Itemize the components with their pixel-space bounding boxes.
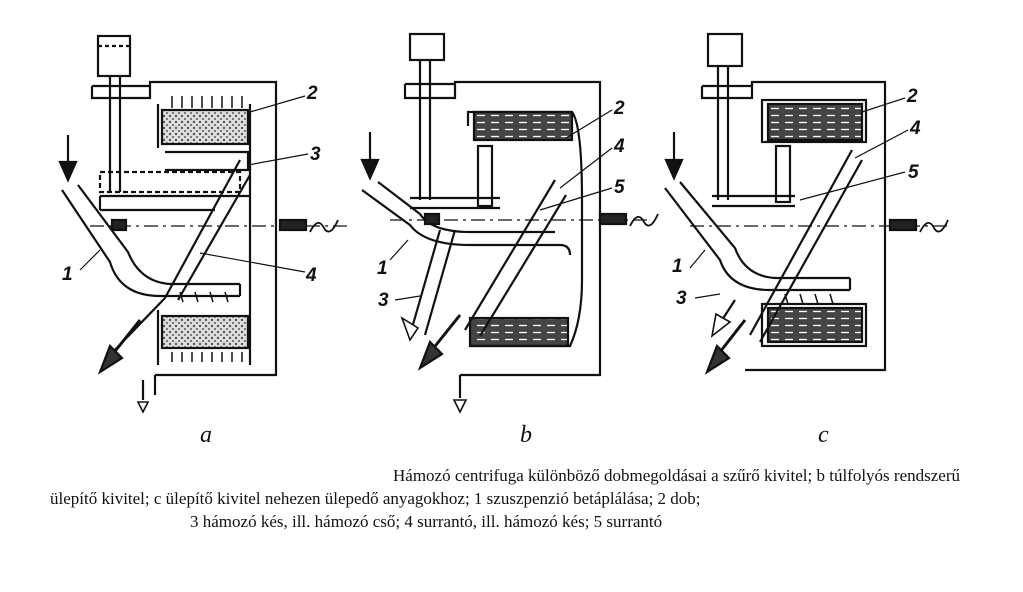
label-c-3: 3 (676, 288, 687, 309)
panel-a-filter-design (58, 34, 350, 414)
figure-caption: Hámozó centrifuga különböző dobmegoldása… (50, 464, 980, 533)
panel-b-overflow-sedimentation (360, 32, 659, 414)
label-b-3: 3 (378, 290, 389, 311)
caption-line-2: ülepítő kivitel; c ülepítő kivitel nehez… (50, 489, 701, 508)
label-c-4: 4 (909, 118, 921, 139)
label-a-1: 1 (62, 264, 73, 285)
panel-c-hard-settling (664, 32, 950, 375)
label-b-4: 4 (613, 136, 625, 157)
caption-line-3: 3 hámozó kés, ill. hámozó cső; 4 surrant… (190, 512, 663, 531)
label-a-4: 4 (305, 265, 317, 286)
label-a-3: 3 (310, 144, 321, 165)
caption-line-1: Hámozó centrifuga különböző dobmegoldása… (393, 466, 960, 485)
panel-letter-a: a (200, 422, 212, 448)
label-a-2: 2 (306, 83, 318, 104)
label-b-1: 1 (377, 258, 388, 279)
panel-letter-c: c (818, 422, 829, 448)
label-c-1: 1 (672, 256, 683, 277)
label-b-2: 2 (613, 98, 625, 119)
label-c-2: 2 (906, 86, 918, 107)
label-b-5: 5 (614, 177, 625, 198)
label-c-5: 5 (908, 162, 919, 183)
panel-letter-b: b (520, 422, 532, 448)
